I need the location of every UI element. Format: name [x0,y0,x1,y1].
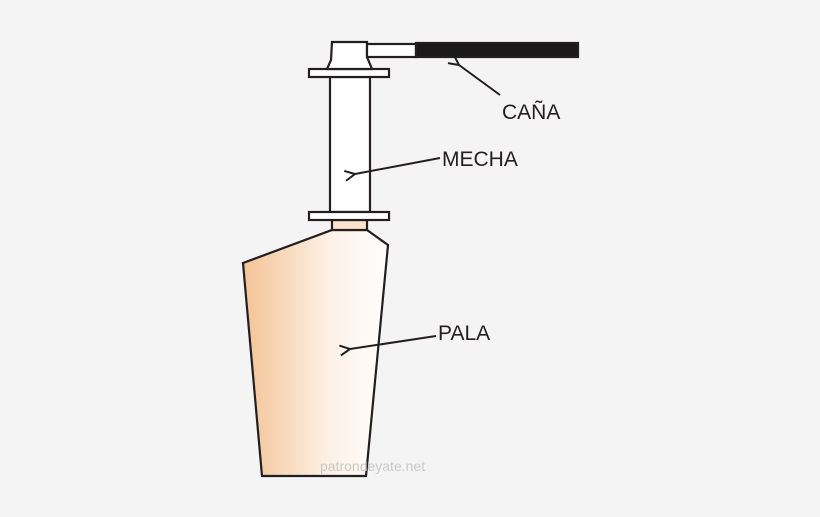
tiller-cana [414,41,580,59]
arrow-cana [459,65,501,96]
blade-pala [241,228,390,478]
upper-flange [307,67,391,79]
label-cana: CAÑA [502,100,560,124]
lower-flange [307,210,391,222]
rudder-stock-mecha [328,75,372,214]
arrow-pala [350,335,437,349]
watermark: patrondeyate.net [320,458,425,474]
label-pala: PALA [438,322,490,345]
arrow-mecha [355,157,441,174]
label-mecha: MECHA [442,148,518,171]
tiller-socket [365,42,418,59]
stock-head [325,40,374,71]
neck [330,218,369,232]
